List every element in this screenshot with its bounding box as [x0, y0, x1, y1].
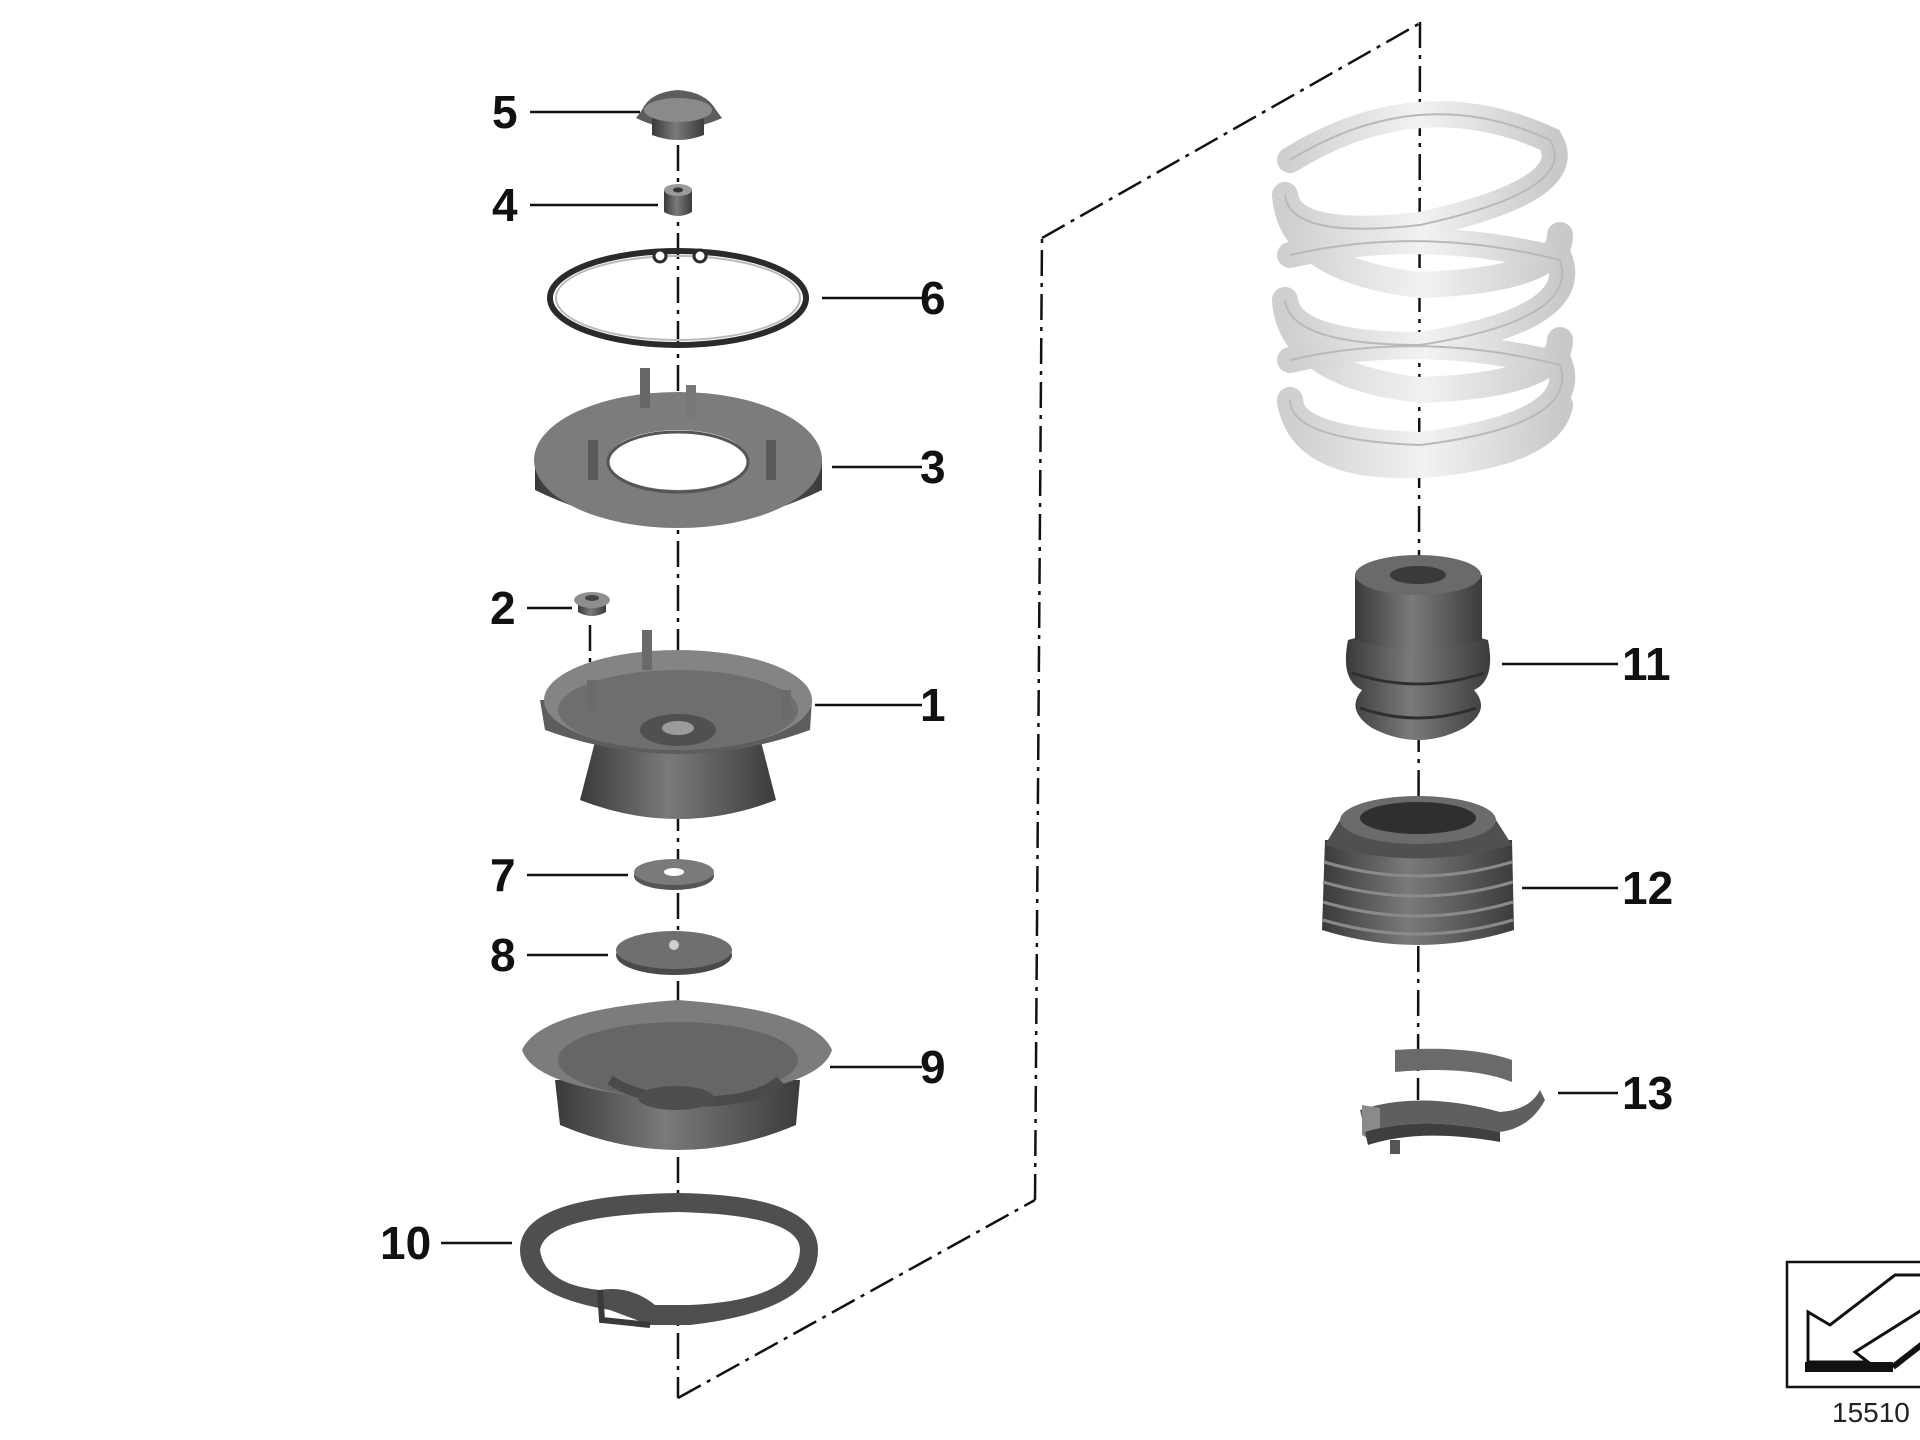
callout-13: 13: [1622, 1067, 1673, 1119]
coil-spring: [1272, 101, 1576, 479]
callout-2: 2: [490, 582, 516, 634]
callout-11: 11: [1622, 638, 1671, 690]
part-8-disc: [616, 931, 732, 975]
callout-5: 5: [492, 86, 518, 138]
part-13-retainer: [1360, 1048, 1545, 1154]
callout-labels: 5 4 6 3 2 1 7 8 9 10 11 12 13: [380, 86, 1673, 1269]
coil-spring-outline: [1284, 113, 1564, 447]
callout-3: 3: [920, 441, 946, 493]
callout-12: 12: [1622, 862, 1673, 914]
callout-9: 9: [920, 1041, 946, 1093]
part-1-strut-mount: [540, 630, 812, 819]
diagram-number: 15510: [1832, 1397, 1910, 1428]
callout-8: 8: [490, 929, 516, 981]
leader-lines: [441, 110, 1618, 1245]
part-2-nut: [574, 592, 610, 616]
part-5-cap: [636, 90, 722, 140]
part-3-mount-plate: [534, 368, 822, 528]
callout-10: 10: [380, 1217, 431, 1269]
callout-4: 4: [492, 179, 518, 231]
part-6-ring: [547, 248, 809, 348]
orientation-arrow-icon: [1785, 1260, 1920, 1389]
part-11-bump-stop: [1345, 555, 1491, 740]
part-4-nut: [664, 184, 692, 216]
part-10-spring-pad: [520, 1193, 818, 1328]
part-12-dust-boot: [1322, 796, 1514, 945]
callout-6: 6: [920, 272, 946, 324]
callout-7: 7: [490, 849, 516, 901]
part-7-washer: [634, 859, 714, 890]
callout-1: 1: [920, 679, 946, 731]
part-9-spring-seat: [522, 1000, 832, 1150]
